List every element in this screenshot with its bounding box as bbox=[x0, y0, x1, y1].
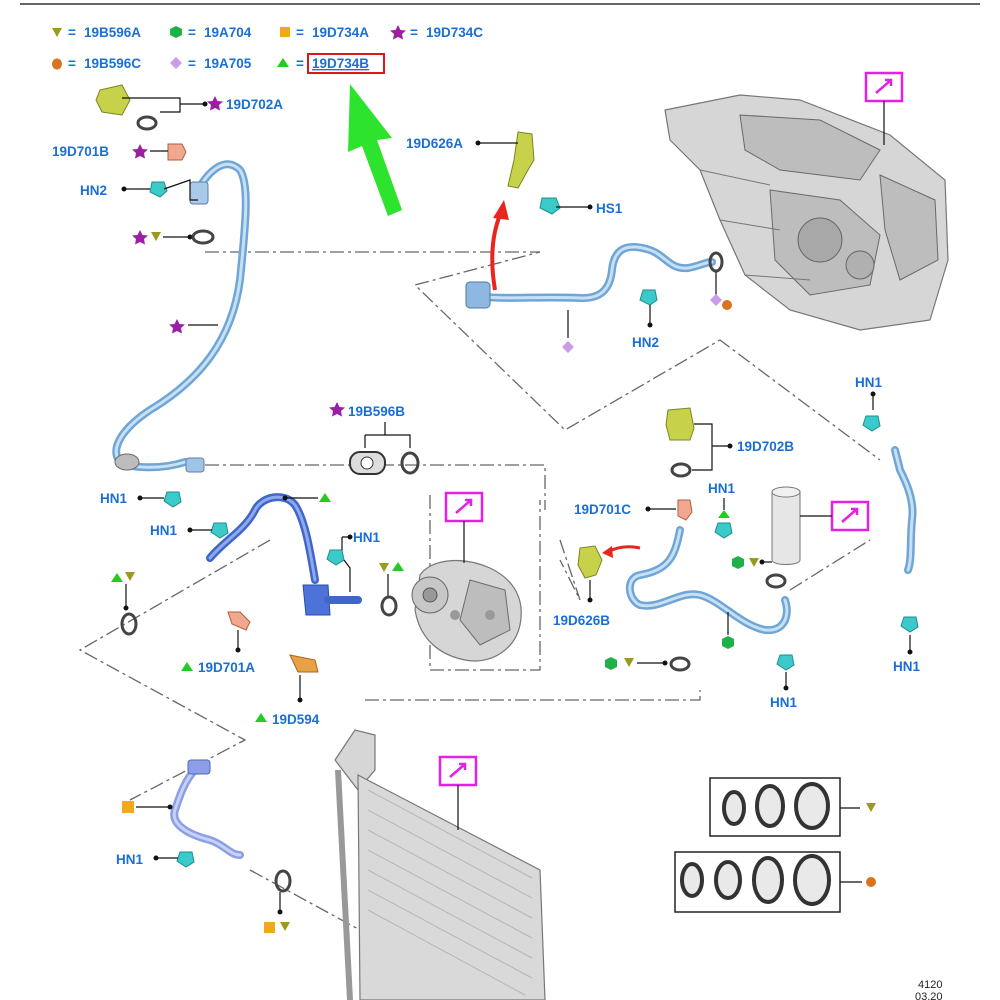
legend-code: 19D734C bbox=[426, 25, 483, 40]
oring-right-mid bbox=[605, 656, 691, 672]
liquid-line-right-mid bbox=[625, 526, 791, 635]
square-orange-icon bbox=[280, 27, 290, 37]
callout-icon bbox=[438, 755, 478, 830]
receiver-drier bbox=[765, 486, 801, 589]
label-HN2: HN2 bbox=[80, 183, 107, 198]
callout-icon bbox=[864, 71, 904, 145]
oring-compressor bbox=[379, 562, 404, 617]
legend-item-19A705: = 19A705 bbox=[170, 56, 252, 71]
highlight-box bbox=[307, 53, 385, 74]
seal-kit-19B596C bbox=[674, 851, 876, 913]
hn1-lower-mid: HN1 bbox=[770, 654, 797, 710]
square-marker-bottom-left bbox=[122, 801, 173, 813]
compressor bbox=[411, 559, 522, 662]
seal-kit-19B596A bbox=[709, 777, 876, 837]
hn1-compressor: HN1 bbox=[326, 530, 380, 592]
triangle-down-olive-icon bbox=[52, 28, 62, 37]
oring-marker-top-left bbox=[132, 229, 215, 245]
figure-date: 03.20 bbox=[915, 991, 943, 1000]
svg-text:=: = bbox=[68, 56, 76, 71]
label-19D701A: 19D701A bbox=[198, 660, 255, 675]
hn2-left: HN2 bbox=[80, 179, 198, 201]
label-HN1: HN1 bbox=[353, 530, 380, 545]
figure-reference: 4120 bbox=[918, 979, 942, 991]
svg-text:=: = bbox=[188, 56, 196, 71]
svg-text:=: = bbox=[296, 25, 304, 40]
valve-core-19D701A: 19D701A bbox=[181, 611, 255, 675]
pressure-switch-19D702B: 19D702B bbox=[665, 407, 794, 478]
triangle-up-green-icon bbox=[277, 58, 289, 67]
callout-icon bbox=[444, 491, 484, 563]
label-HS1: HS1 bbox=[596, 201, 623, 216]
legend-code: 19A705 bbox=[204, 56, 252, 71]
hn1-bottom-left: HN1 bbox=[116, 851, 195, 868]
circle-brown-icon bbox=[52, 58, 62, 70]
label-19D594: 19D594 bbox=[272, 712, 320, 727]
hexagon-green-icon bbox=[170, 26, 182, 38]
red-direction-arrow-top bbox=[490, 200, 509, 291]
line-marker-star bbox=[169, 319, 218, 334]
label-HN2: HN2 bbox=[632, 335, 659, 350]
suction-line-center bbox=[465, 242, 716, 309]
label-19D701B: 19D701B bbox=[52, 144, 109, 159]
svg-text:=: = bbox=[296, 56, 304, 71]
callout-icon bbox=[800, 500, 870, 532]
green-pointer-arrow bbox=[348, 84, 402, 216]
label-HN1: HN1 bbox=[100, 491, 127, 506]
label-HN1: HN1 bbox=[708, 481, 735, 496]
liquid-line-right: HN1 HN1 bbox=[855, 375, 920, 674]
condenser bbox=[334, 729, 546, 1000]
label-19B596B: 19B596B bbox=[348, 404, 405, 419]
label-19D702A: 19D702A bbox=[226, 97, 283, 112]
label-HN1: HN1 bbox=[893, 659, 920, 674]
label-19D626A: 19D626A bbox=[406, 136, 463, 151]
hn1-mid-right: HN1 bbox=[708, 481, 735, 539]
legend-code: 19B596C bbox=[84, 56, 141, 71]
legend: = 19B596A = 19A704 = 19D734A = 19D734C =… bbox=[52, 25, 483, 74]
hn1-left-1: HN1 bbox=[100, 491, 331, 508]
diamond-lavender-icon bbox=[170, 57, 182, 69]
legend-code: 19B596A bbox=[84, 25, 141, 40]
legend-code: 19A704 bbox=[204, 25, 252, 40]
star-purple-icon bbox=[390, 25, 406, 40]
legend-item-19D734B: = 19D734B bbox=[277, 53, 385, 74]
svg-text:=: = bbox=[68, 25, 76, 40]
label-HN1: HN1 bbox=[150, 523, 177, 538]
hn1-left-2: HN1 bbox=[150, 522, 229, 539]
label-HN1: HN1 bbox=[116, 852, 143, 867]
legend-item-19D734C: = 19D734C bbox=[390, 25, 483, 40]
legend-code-highlighted: 19D734B bbox=[312, 56, 369, 71]
valve-core-19D701B: 19D701B bbox=[52, 143, 187, 161]
seal-set-19B596B: 19B596B bbox=[329, 402, 420, 475]
valve-core-19D701C: 19D701C bbox=[574, 499, 693, 521]
legend-item-19B596C: = 19B596C bbox=[52, 56, 141, 71]
dashed-boundaries bbox=[78, 251, 881, 931]
oring-bottom-left bbox=[264, 869, 292, 933]
legend-item-19B596A: = 19B596A bbox=[52, 25, 141, 40]
legend-item-19D734A: = 19D734A bbox=[280, 25, 369, 40]
legend-item-19A704: = 19A704 bbox=[170, 25, 252, 40]
svg-text:=: = bbox=[188, 25, 196, 40]
discharge-line-left bbox=[185, 457, 362, 616]
suction-line-left bbox=[112, 160, 250, 472]
label-19D626B: 19D626B bbox=[553, 613, 610, 628]
liquid-line-bottom-left bbox=[170, 759, 244, 859]
label-HN1: HN1 bbox=[770, 695, 797, 710]
oring-left-mid bbox=[111, 572, 138, 636]
relief-valve-19D594: 19D594 bbox=[255, 654, 320, 727]
label-HN1: HN1 bbox=[855, 375, 882, 390]
pressure-switch-19D702A: 19D702A bbox=[95, 84, 283, 131]
legend-code: 19D734A bbox=[312, 25, 369, 40]
hvac-evaporator-housing bbox=[664, 94, 949, 331]
svg-text:=: = bbox=[410, 25, 418, 40]
pressure-sensor-19D626B: 19D626B bbox=[553, 545, 641, 628]
markers-drier bbox=[722, 556, 772, 649]
label-19D702B: 19D702B bbox=[737, 439, 794, 454]
hn2-middle: HN2 bbox=[562, 251, 732, 353]
pressure-sensor-19D626A: 19D626A HS1 bbox=[406, 131, 623, 216]
label-19D701C: 19D701C bbox=[574, 502, 631, 517]
